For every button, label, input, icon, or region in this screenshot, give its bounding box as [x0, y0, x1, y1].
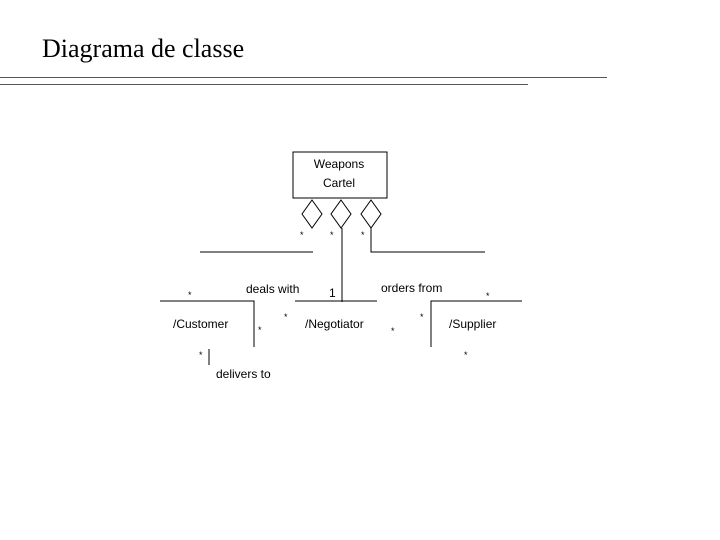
multiplicity-customer-right: * [258, 325, 262, 335]
class-weapons-cartel-name-line2: Cartel [323, 176, 355, 190]
multiplicity-cartel-left: * [300, 230, 304, 240]
aggregation-diamond-right [360, 199, 382, 229]
class-negotiator-name: /Negotiator [305, 317, 364, 331]
multiplicity-supplier-left: * [420, 312, 424, 322]
aggregation-diamond-middle [330, 199, 352, 229]
title-underline-top [0, 77, 607, 78]
multiplicity-supplier-top: * [486, 291, 490, 301]
class-customer-name: /Customer [173, 317, 228, 331]
association-lines [200, 228, 485, 302]
class-negotiator: /Negotiator [295, 300, 377, 331]
title-underline-bottom [0, 84, 528, 85]
multiplicity-cartel-right: * [361, 230, 365, 240]
aggregation-diamond-left [301, 199, 323, 229]
class-customer: /Customer [160, 300, 255, 347]
slide-title: Diagrama de classe [42, 34, 245, 63]
aggregation-diamonds [301, 199, 382, 229]
class-supplier: /Supplier [430, 300, 522, 347]
association-deals-with: deals with [246, 282, 299, 296]
multiplicity-negotiator-left: * [284, 312, 288, 322]
association-delivers-to: delivers to [216, 367, 271, 381]
supplier-link-line [370, 228, 485, 253]
multiplicity-customer-bottom: * [199, 350, 203, 360]
association-orders-from: orders from [381, 281, 442, 295]
multiplicity-negotiator-right: * [391, 326, 395, 336]
class-weapons-cartel-name-line1: Weapons [314, 157, 364, 171]
multiplicity-cartel-middle: * [330, 230, 334, 240]
multiplicity-supplier-bottom: * [464, 350, 468, 360]
class-weapons-cartel: Weapons Cartel [292, 151, 388, 199]
multiplicity-negotiator-one: 1 [329, 286, 336, 300]
class-supplier-name: /Supplier [449, 317, 496, 331]
multiplicity-customer-top: * [188, 290, 192, 300]
